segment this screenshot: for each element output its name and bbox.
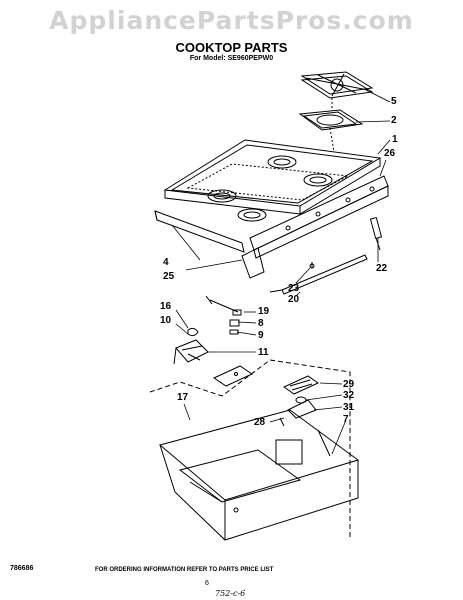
callout-1: 1 — [392, 134, 398, 145]
page-title: COOKTOP PARTS — [175, 40, 288, 55]
callout-7: 7 — [343, 414, 349, 425]
leader-lines — [171, 89, 391, 455]
callout-5: 5 — [391, 96, 397, 107]
callout-23: 23 — [288, 283, 300, 294]
watermark: AppliancePartsPros.com — [49, 6, 414, 35]
callout-28: 28 — [254, 417, 266, 428]
callout-26: 26 — [384, 148, 396, 159]
igniter — [369, 216, 383, 251]
callout-8: 8 — [258, 318, 264, 329]
callout-19: 19 — [258, 306, 270, 317]
callout-22: 22 — [376, 263, 388, 274]
callout-9: 9 — [258, 330, 264, 341]
handwritten-note: 752-c-6 — [215, 589, 246, 598]
spark-module — [279, 375, 320, 427]
callout-4: 4 — [163, 257, 169, 268]
callout-31: 31 — [343, 402, 355, 413]
assembly-boundary — [149, 359, 351, 420]
callout-16: 16 — [160, 301, 172, 312]
callout-25: 25 — [163, 271, 175, 282]
front-trim — [154, 210, 245, 253]
drip-pan — [298, 109, 364, 131]
reference-code: 786686 — [10, 565, 34, 572]
callout-20: 20 — [288, 294, 300, 305]
model-line: For Model: SE960PEPW0 — [189, 55, 274, 62]
burner-grate — [300, 71, 374, 99]
end-cap — [241, 247, 265, 279]
control-panel — [249, 175, 389, 259]
valve-assembly — [173, 295, 242, 365]
valve-bracket — [212, 365, 254, 387]
burner-box — [158, 409, 360, 541]
mounting-bracket — [269, 254, 368, 295]
callout-32: 32 — [343, 390, 355, 401]
callout-11: 11 — [258, 347, 269, 358]
callout-10: 10 — [160, 315, 172, 326]
page-number: 6 — [205, 580, 209, 587]
ordering-note: FOR ORDERING INFORMATION REFER TO PARTS … — [95, 567, 274, 573]
callout-2: 2 — [391, 115, 397, 126]
callout-29: 29 — [343, 379, 355, 390]
callout-17: 17 — [177, 392, 189, 403]
cooktop-main-top — [163, 98, 382, 222]
